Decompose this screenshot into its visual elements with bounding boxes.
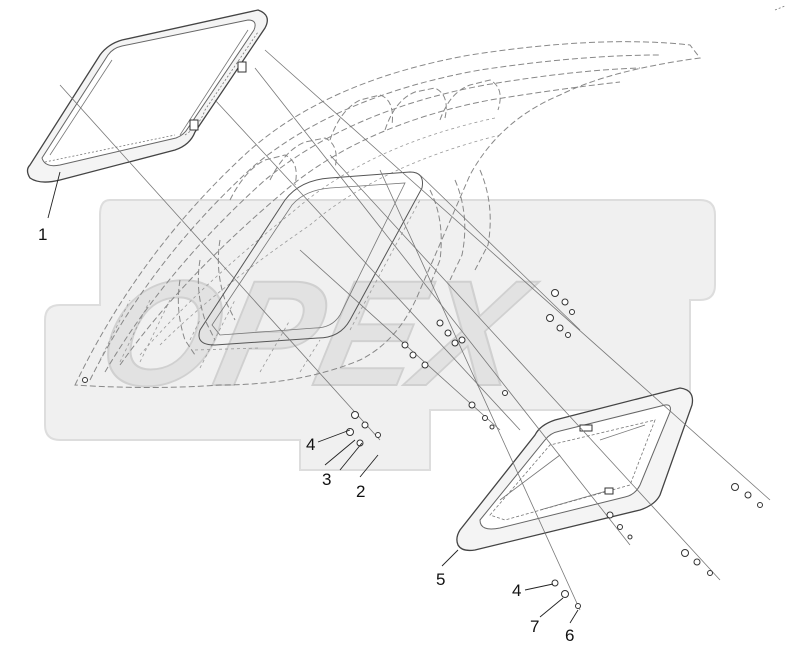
assembly-axis-lines <box>59 49 771 611</box>
callout-1: 1 <box>38 225 47 244</box>
watermark-gear-shape <box>44 199 716 471</box>
corner-mark <box>774 5 786 11</box>
callout-6: 6 <box>565 626 574 645</box>
sunroof-hatch-part-1 <box>26 9 268 183</box>
callout-4-lower: 4 <box>512 581 521 600</box>
watermark-text: OPEX <box>86 251 546 418</box>
cab-roof-outline <box>74 41 701 388</box>
callout-5: 5 <box>436 570 445 589</box>
callout-4-upper: 4 <box>306 435 315 454</box>
inner-trim-frame-part-5 <box>456 387 694 552</box>
watermark-logo: OPEX <box>44 199 716 471</box>
leader-lines <box>47 171 579 624</box>
callout-3: 3 <box>322 470 331 489</box>
callout-labels: 1 2 3 4 5 4 7 6 <box>38 225 574 645</box>
callout-2: 2 <box>356 482 365 501</box>
callout-7: 7 <box>530 617 539 636</box>
fasteners <box>82 289 763 609</box>
